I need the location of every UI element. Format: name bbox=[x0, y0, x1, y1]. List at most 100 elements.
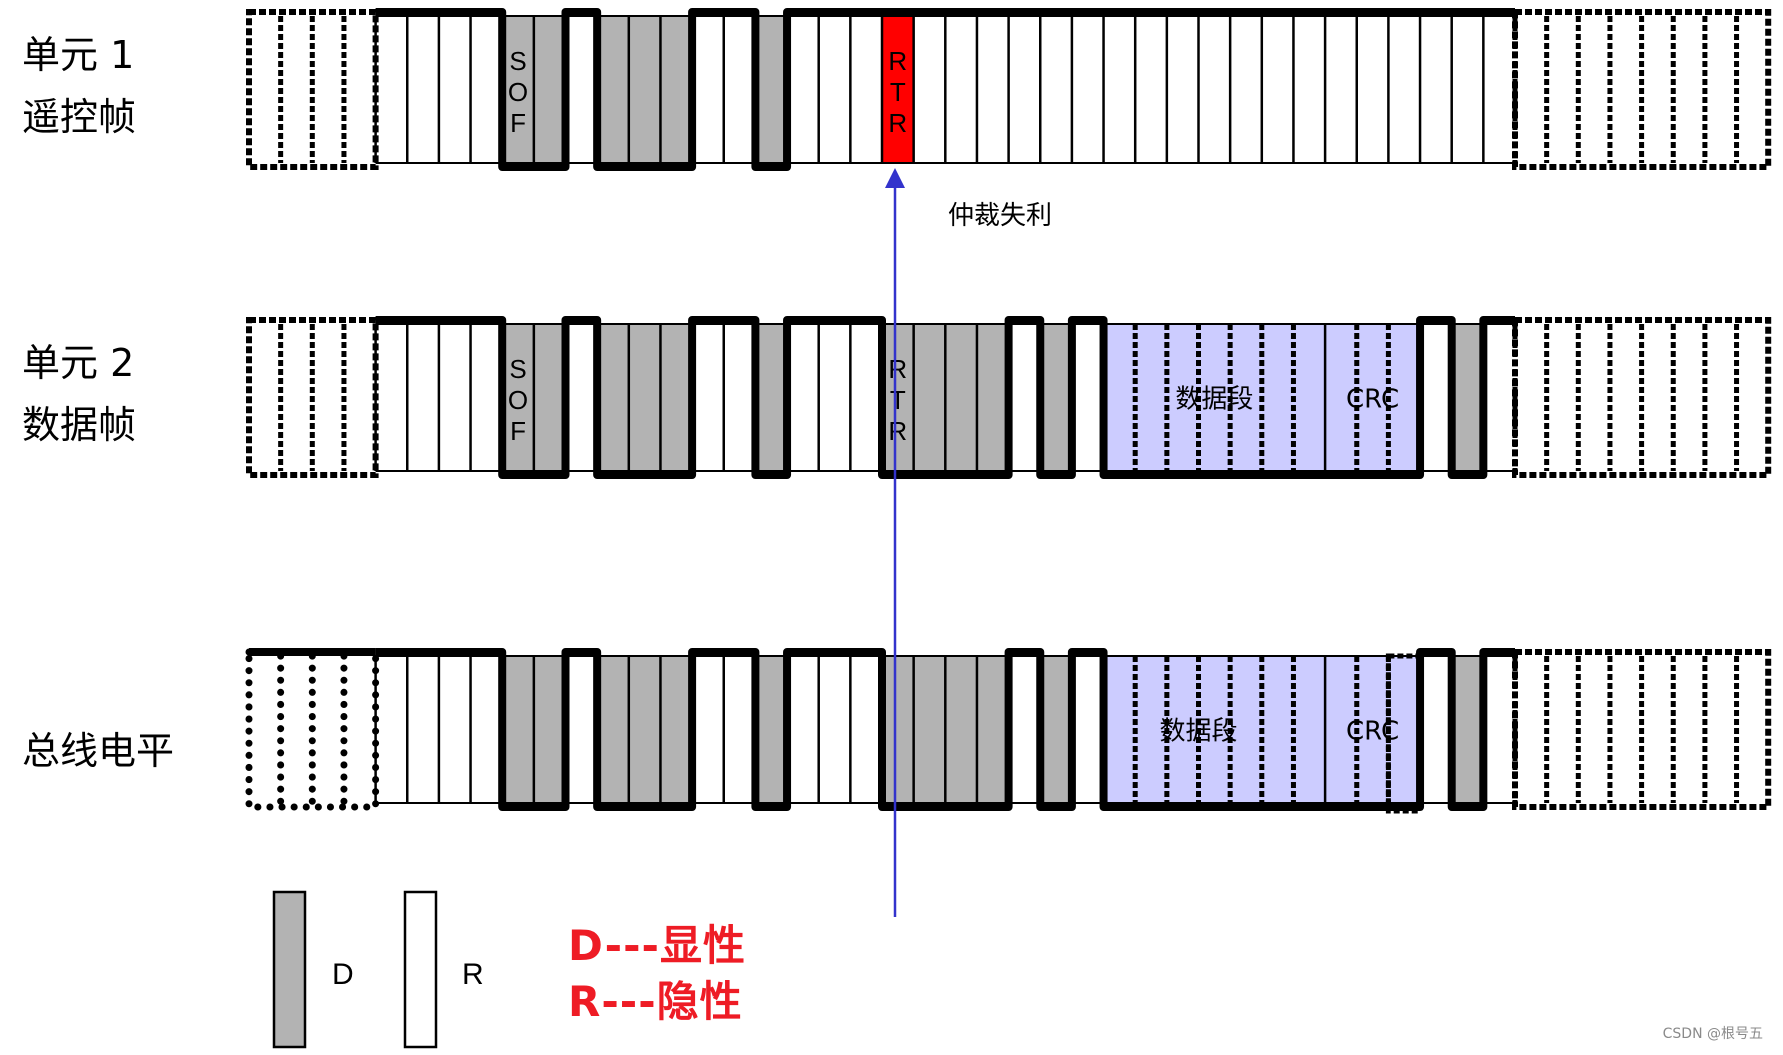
bit-cell bbox=[343, 656, 376, 803]
bit-cell bbox=[438, 656, 471, 803]
bit-cell bbox=[375, 324, 408, 471]
field-label: R bbox=[888, 416, 907, 446]
bit-cell bbox=[1736, 656, 1769, 803]
bit-cell bbox=[1293, 324, 1326, 471]
bit-cell bbox=[913, 656, 946, 803]
bit-cell bbox=[976, 324, 1009, 471]
bit-cell bbox=[723, 16, 756, 163]
bit-cell bbox=[1483, 16, 1515, 163]
field-label: R bbox=[888, 108, 907, 138]
bit-cell bbox=[1040, 656, 1072, 803]
row-label-unit1-line2: 遥控帧 bbox=[22, 95, 137, 139]
signal-trace bbox=[375, 316, 1515, 479]
bit-cell bbox=[1546, 656, 1579, 803]
legend-dominant-swatch bbox=[272, 890, 307, 1049]
bit-cell bbox=[407, 16, 439, 163]
idle-field bbox=[1512, 649, 1772, 810]
bit-cell bbox=[470, 656, 503, 803]
bit-cell bbox=[755, 324, 788, 471]
bit-cell bbox=[597, 324, 629, 471]
row-label-bus: 总线电平 bbox=[22, 720, 174, 782]
bit-cell bbox=[1008, 324, 1041, 471]
bit-cell bbox=[1451, 656, 1484, 803]
bit-cell bbox=[755, 656, 788, 803]
bit-cell bbox=[1356, 656, 1389, 803]
row-label-unit2-line2: 数据帧 bbox=[22, 403, 137, 447]
field-label: F bbox=[510, 108, 526, 138]
signal-trace bbox=[375, 8, 1515, 171]
bit-cell bbox=[249, 16, 281, 163]
bit-cell bbox=[692, 324, 724, 471]
bit-cell bbox=[628, 324, 661, 471]
bit-cell bbox=[1071, 16, 1104, 163]
idle-field bbox=[1512, 9, 1772, 170]
field-label: O bbox=[508, 385, 528, 415]
bit-cell bbox=[1325, 16, 1357, 163]
bit-cell bbox=[913, 16, 946, 163]
legend-recessive-letter: R bbox=[462, 958, 484, 991]
bit-cell bbox=[1388, 16, 1421, 163]
watermark: CSDN @根号五 bbox=[1662, 1026, 1763, 1042]
bit-cell bbox=[565, 656, 598, 803]
bit-cell bbox=[502, 324, 534, 471]
legend-swatches bbox=[272, 890, 438, 1049]
bit-cell bbox=[1071, 656, 1104, 803]
bit-cell bbox=[1040, 324, 1072, 471]
bit-cell bbox=[723, 656, 756, 803]
field-label: T bbox=[890, 385, 906, 415]
bit-cell bbox=[1546, 324, 1579, 471]
bit-cell bbox=[407, 656, 439, 803]
bit-cell bbox=[1325, 656, 1357, 803]
bit-cell bbox=[1483, 324, 1515, 471]
bit-cell bbox=[1420, 324, 1452, 471]
bit-cell bbox=[280, 324, 313, 471]
bit-cell bbox=[565, 16, 598, 163]
field-label: R bbox=[888, 46, 907, 76]
bit-cell bbox=[1546, 16, 1579, 163]
bit-cell bbox=[1609, 16, 1642, 163]
bit-cell bbox=[628, 16, 661, 163]
idle-field bbox=[246, 9, 379, 170]
signal-trace bbox=[375, 648, 1515, 811]
crc-error-bit bbox=[1385, 653, 1423, 814]
bit-cell bbox=[1325, 324, 1357, 471]
bit-cell bbox=[882, 324, 914, 471]
bit-cell bbox=[692, 656, 724, 803]
row-label-bus-line1: 总线电平 bbox=[22, 729, 175, 773]
bit-cell bbox=[850, 324, 882, 471]
bit-cell bbox=[1388, 656, 1421, 803]
bit-cell bbox=[1578, 656, 1610, 803]
bit-cell bbox=[375, 656, 408, 803]
segment-label: CRC bbox=[1346, 717, 1399, 747]
bit-cell bbox=[787, 324, 819, 471]
bit-cell bbox=[1293, 656, 1326, 803]
row-label-unit2-line1: 单元 2 bbox=[22, 341, 135, 385]
bit-cell bbox=[470, 16, 503, 163]
bit-cell bbox=[249, 324, 281, 471]
field-label: R bbox=[888, 354, 907, 384]
bit-cell bbox=[976, 16, 1009, 163]
bit-cell bbox=[818, 16, 851, 163]
idle-field bbox=[1512, 317, 1772, 478]
bit-cell bbox=[1736, 324, 1769, 471]
bit-cell bbox=[1356, 324, 1389, 471]
bit-cell bbox=[628, 656, 661, 803]
bit-cell bbox=[280, 656, 313, 803]
bit-cell bbox=[1166, 656, 1199, 803]
bit-cell bbox=[850, 16, 882, 163]
arrow-head-icon bbox=[885, 168, 905, 188]
bit-cell bbox=[438, 16, 471, 163]
bit-cell bbox=[438, 324, 471, 471]
bit-cell bbox=[818, 324, 851, 471]
field-label: O bbox=[508, 77, 528, 107]
bit-cell bbox=[1198, 324, 1231, 471]
bit-cell bbox=[1230, 324, 1262, 471]
bit-cell bbox=[1261, 324, 1294, 471]
field-label: S bbox=[509, 46, 526, 76]
legend-note-recessive: R---隐性 bbox=[568, 977, 743, 1026]
bit-cell bbox=[1356, 16, 1389, 163]
